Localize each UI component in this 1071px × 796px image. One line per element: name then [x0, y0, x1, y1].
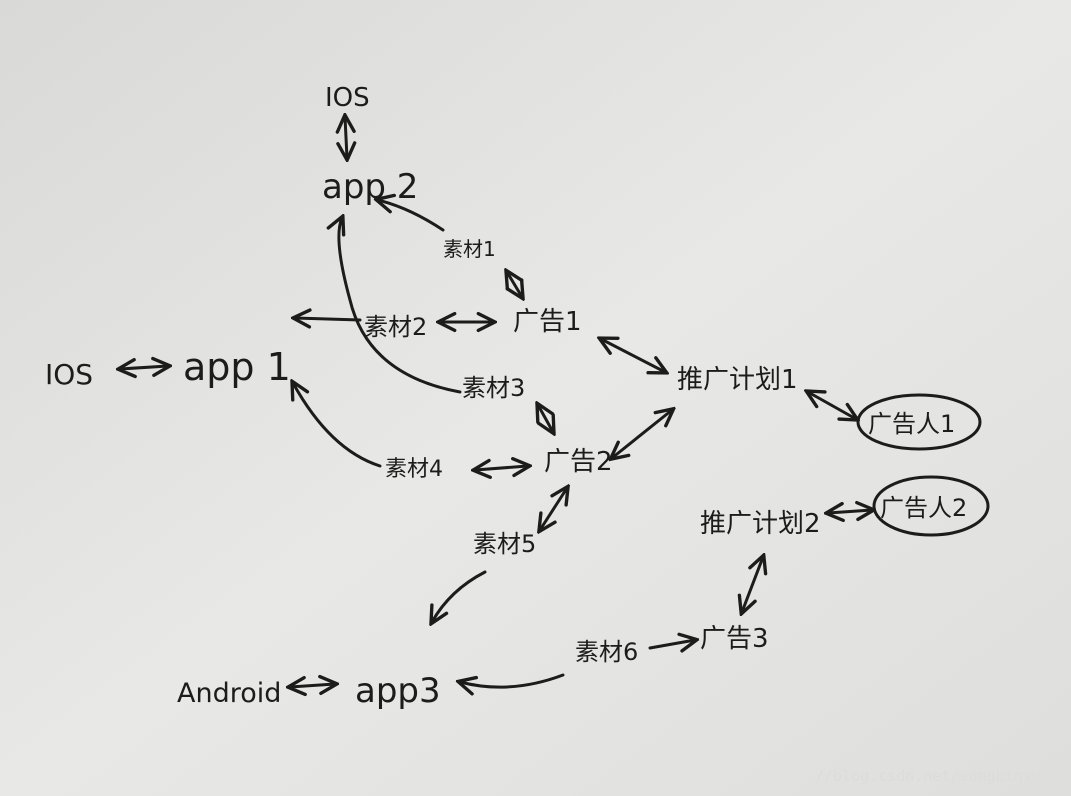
advertiser2-label: 广告人2 — [880, 494, 967, 522]
advertiser1-label: 广告人1 — [868, 410, 955, 438]
material1-label: 素材1 — [443, 237, 496, 261]
advertiser2-circle — [872, 475, 990, 537]
edge-material4-ad2 — [475, 466, 528, 470]
plan2-label: 推广计划2 — [700, 509, 821, 539]
material4-label: 素材4 — [385, 457, 443, 482]
app1-label: app 1 — [183, 345, 291, 389]
watermark-text: //blog.csdn.net/songbinxu — [815, 767, 1041, 785]
edge-material3-ad2 — [538, 405, 553, 432]
edge-ad2-plan1 — [612, 410, 672, 458]
app3-label: app3 — [355, 671, 441, 711]
edge-ad2-material5 — [540, 488, 567, 530]
android-label: Android — [177, 678, 281, 709]
edge-ios-app2 — [345, 117, 347, 158]
edge-plan2-advertiser2 — [828, 510, 872, 513]
material3-label: 素材3 — [462, 374, 525, 402]
edge-material1-ad1 — [507, 272, 522, 297]
edges — [120, 117, 872, 687]
edge-ad1-plan1 — [601, 339, 665, 372]
edge-plan1-advertiser1 — [808, 392, 856, 419]
edge-material3-app2 — [339, 218, 462, 394]
app2-label: app 2 — [322, 167, 418, 207]
ad1-label: 广告1 — [513, 307, 582, 337]
ad2-label: 广告2 — [544, 447, 613, 477]
edge-ios-app1 — [120, 366, 168, 369]
edge-material2-app1 — [295, 318, 362, 320]
plan1-label: 推广计划1 — [677, 365, 798, 395]
ios-top-label: IOS — [325, 83, 370, 113]
edge-material4-app1 — [293, 383, 382, 468]
edge-android-app3 — [290, 684, 335, 687]
edge-material5-app3 — [432, 570, 487, 622]
edge-material6-app3 — [460, 673, 565, 687]
edge-material6-ad3 — [648, 640, 695, 648]
ad3-label: 广告3 — [700, 624, 769, 654]
edge-material1-app2 — [378, 200, 445, 232]
material6-label: 素材6 — [575, 638, 638, 666]
material5-label: 素材5 — [473, 530, 536, 558]
material2-label: 素材2 — [364, 313, 427, 341]
edge-plan2-ad3 — [742, 557, 763, 612]
advertiser1-circle — [856, 393, 982, 451]
node-labels: IOS app 2 素材1 素材2 广告1 IOS app 1 素材3 推广计划… — [45, 83, 967, 711]
ios-left-label: IOS — [45, 358, 93, 391]
